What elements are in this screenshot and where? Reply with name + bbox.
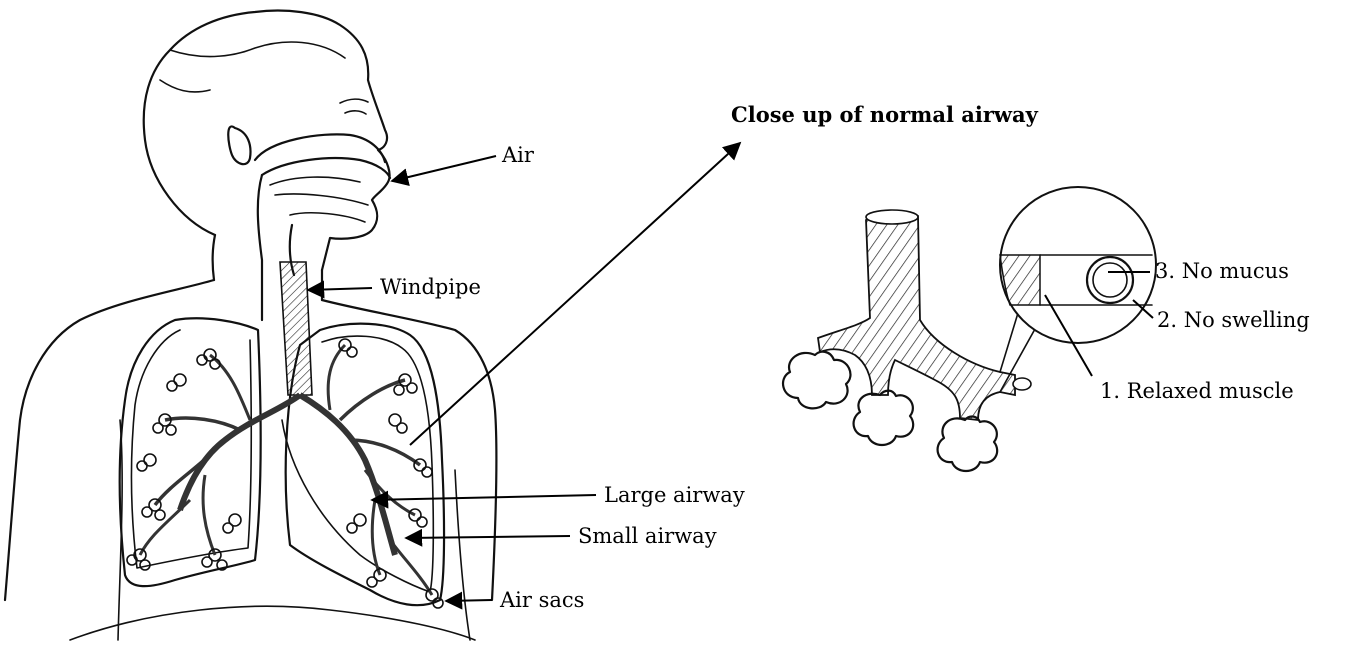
label-air-sacs: Air sacs: [499, 588, 584, 612]
small-airway-arrow: [406, 536, 570, 538]
labels: Close up of normal airway Air Windpipe L…: [380, 102, 1310, 612]
right-shoulder: [322, 300, 496, 600]
label-small-airway: Small airway: [578, 524, 717, 548]
label-relaxed-muscle: 1. Relaxed muscle: [1100, 379, 1294, 403]
large-airway-arrow: [372, 495, 596, 500]
label-windpipe: Windpipe: [380, 275, 481, 299]
ear: [228, 126, 250, 164]
windpipe: [280, 262, 312, 395]
label-no-mucus: 3. No mucus: [1155, 259, 1289, 283]
label-no-swelling: 2. No swelling: [1157, 308, 1310, 332]
head-outline: [144, 11, 390, 270]
lungs: [120, 318, 444, 605]
closeup-air-sac-right: [938, 417, 998, 472]
label-large-airway: Large airway: [604, 483, 745, 507]
closeup-air-sac-left: [783, 352, 850, 409]
human-figure: [5, 11, 496, 640]
closeup-air-sac-middle: [854, 391, 914, 445]
air-arrow: [392, 156, 496, 181]
air-sacs-arrow: [446, 600, 492, 601]
left-lung: [120, 318, 261, 586]
windpipe-arrow: [308, 288, 372, 290]
label-air: Air: [501, 143, 535, 167]
closeup-illustration: [783, 187, 1156, 471]
closeup-title: Close up of normal airway: [731, 102, 1039, 127]
left-shoulder: [5, 280, 214, 600]
